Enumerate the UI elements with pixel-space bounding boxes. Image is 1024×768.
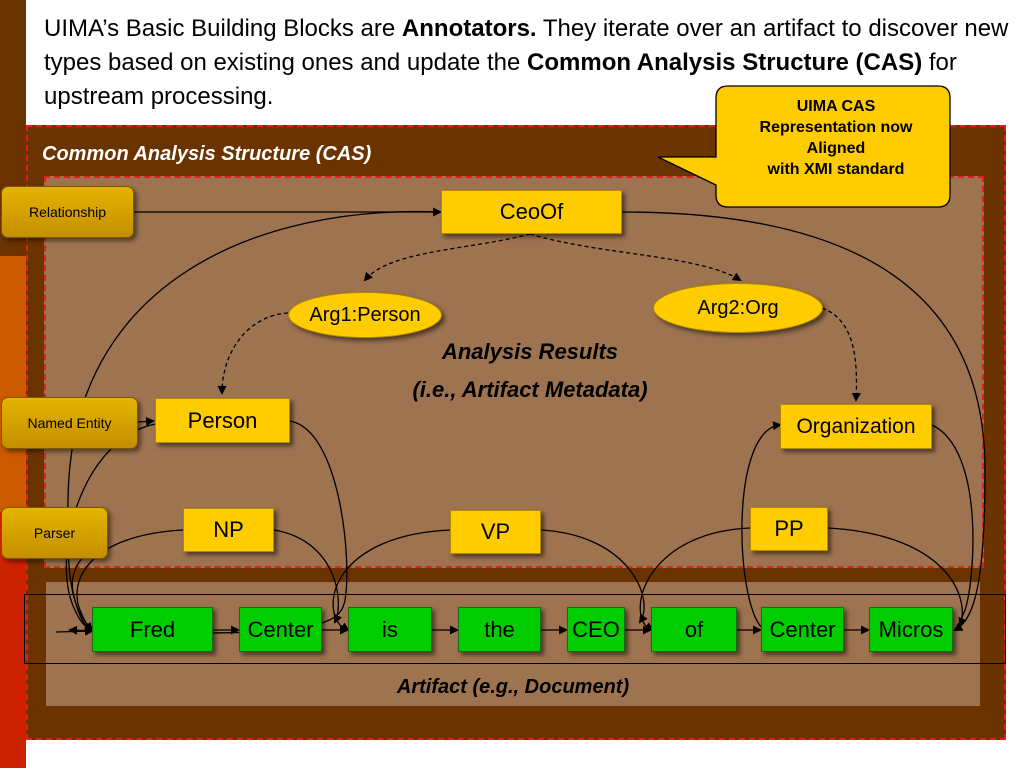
- ceoof-to-arg2-dashed: [529, 233, 742, 282]
- title-part: Annotators.: [401, 15, 537, 42]
- input-arrow: [55, 626, 94, 636]
- cas-label: Common Analysis Structure (CAS): [42, 143, 372, 165]
- token-the: the: [458, 607, 541, 652]
- analysis-results-label: Analysis Results (i.e., Artifact Metadat…: [340, 333, 720, 409]
- artifact-token-band: [24, 594, 1006, 664]
- organization-node: Organization: [780, 404, 932, 449]
- title-part: Common Analysis Structure (CAS): [527, 49, 923, 76]
- token-fred: Fred: [92, 607, 213, 652]
- vp-to-is-arc: [332, 529, 451, 632]
- callout-line: Representation now: [759, 119, 913, 136]
- title-part: UIMA’s Basic Building Blocks are: [44, 15, 402, 42]
- pp-to-micros-arc: [827, 527, 967, 627]
- np-to-center-arc: [273, 529, 342, 624]
- arg2-org-node: Arg2:Org: [653, 283, 823, 333]
- title-part: They iterate over an artifact to discove…: [44, 15, 1009, 76]
- analysis-results-line: Analysis Results: [441, 339, 619, 364]
- arg1-person-node: Arg1:Person: [288, 292, 442, 338]
- token-is: is: [348, 607, 432, 652]
- token-of: of: [651, 607, 737, 652]
- named-entity-to-person-arrow: [137, 416, 155, 426]
- relationship-label: Relationship: [1, 186, 134, 238]
- ceoof-to-arg1-dashed: [363, 233, 531, 282]
- person-node: Person: [155, 398, 290, 443]
- callout-bubble: [657, 85, 951, 208]
- np-node: NP: [183, 508, 274, 552]
- title-part: for upstream processing.: [44, 49, 957, 110]
- analysis-results-line: (i.e., Artifact Metadata): [412, 377, 648, 402]
- callout-line: Aligned: [806, 140, 866, 157]
- vp-to-center-arc: [540, 529, 648, 624]
- token-center: Center: [239, 607, 322, 652]
- callout-line: UIMA CAS: [796, 98, 876, 115]
- callout-text: UIMA CAS Representation now Aligned with…: [730, 96, 942, 180]
- slide-title: UIMA’s Basic Building Blocks are Annotat…: [44, 12, 1019, 114]
- named-entity-label: Named Entity: [1, 397, 138, 449]
- ceoof-to-micros-arc: [621, 211, 986, 631]
- token-micros: Micros: [869, 607, 953, 652]
- artifact-label: Artifact (e.g., Document): [396, 676, 630, 698]
- arg2-to-org-dashed: [821, 307, 861, 402]
- org-to-center-arc: [741, 421, 782, 629]
- token-ceo: CEO: [567, 607, 625, 652]
- np-to-fred-arc: [76, 529, 184, 631]
- parser-label: Parser: [1, 507, 108, 559]
- vp-node: VP: [450, 510, 541, 554]
- token-center: Center: [761, 607, 844, 652]
- pp-node: PP: [750, 507, 828, 551]
- callout-line: with XMI standard: [767, 161, 905, 178]
- arg1-to-person-dashed: [217, 312, 289, 395]
- pp-to-of-arc: [639, 527, 751, 632]
- ceoof-node: CeoOf: [441, 190, 622, 234]
- org-to-micros-arc: [931, 424, 974, 632]
